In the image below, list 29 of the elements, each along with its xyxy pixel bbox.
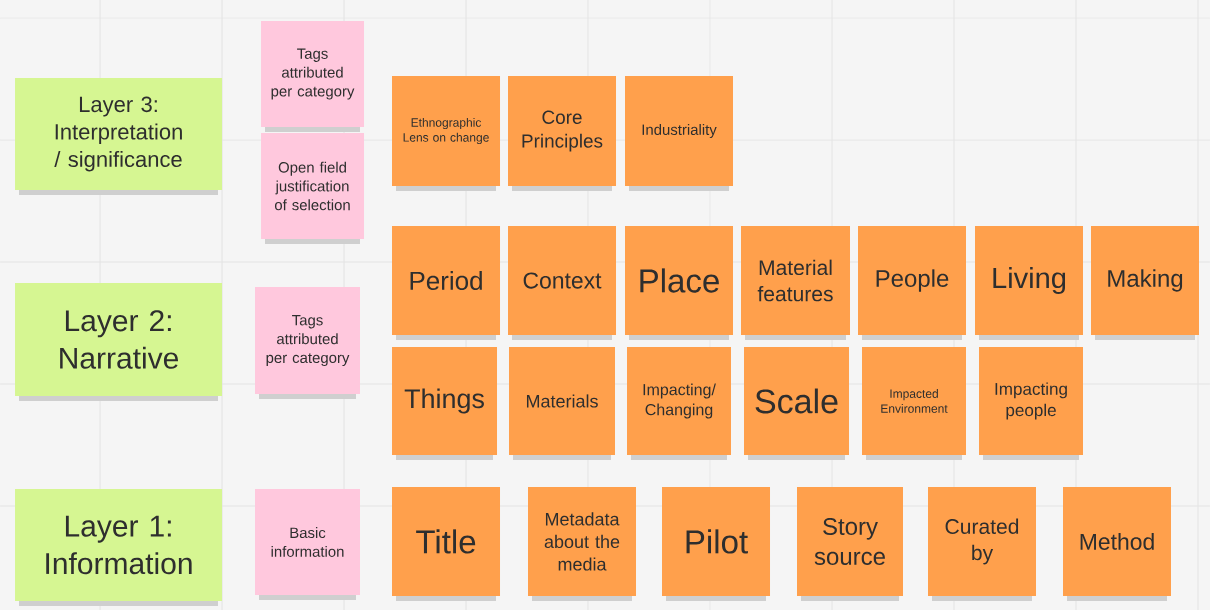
layer-note: Layer 3: Interpretation / significance xyxy=(15,78,222,195)
layer-note: Layer 2: Narrative xyxy=(15,283,222,401)
sticky-note: Things xyxy=(392,347,497,460)
sticky-note: Core Principles xyxy=(508,76,616,191)
sticky-note: Tags attributed per category xyxy=(255,287,360,399)
sticky-note: Method xyxy=(1063,487,1171,601)
sticky-note: Place xyxy=(625,226,733,340)
sticky-note: Tags attributed per category xyxy=(261,21,364,132)
sticky-note: Material features xyxy=(741,226,850,340)
sticky-note: Context xyxy=(508,226,616,340)
sticky-note: Story source xyxy=(797,487,903,601)
sticky-note: Open field justification of selection xyxy=(261,133,364,244)
sticky-note: Pilot xyxy=(662,487,770,601)
sticky-note: Making xyxy=(1091,226,1199,340)
sticky-note: Impacting/ Changing xyxy=(627,347,731,460)
sticky-note: Impacting people xyxy=(979,347,1083,460)
sticky-note: Title xyxy=(392,487,500,601)
sticky-note: Scale xyxy=(744,347,849,460)
sticky-note: Impacted Environment xyxy=(862,347,966,460)
sticky-note: Industriality xyxy=(625,76,733,191)
sticky-note: Metadata about the media xyxy=(528,487,636,601)
sticky-note: Living xyxy=(975,226,1083,340)
sticky-note: Curated by xyxy=(928,487,1036,601)
sticky-note: Ethnographic Lens on change xyxy=(392,76,500,191)
layer-note: Layer 1: Information xyxy=(15,489,222,606)
sticky-note: Materials xyxy=(509,347,615,460)
sticky-note: Period xyxy=(392,226,500,340)
sticky-note: Basic information xyxy=(255,489,360,600)
sticky-note: People xyxy=(858,226,966,340)
